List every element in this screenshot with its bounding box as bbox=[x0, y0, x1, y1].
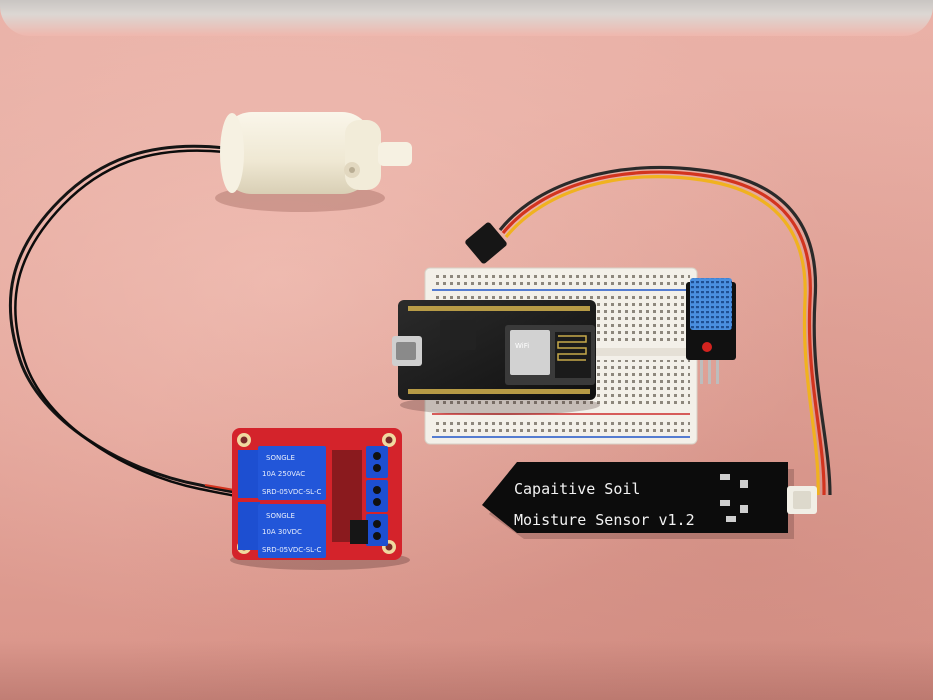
relay2-rating: 10A 30VDC bbox=[262, 528, 302, 536]
dht11-sensor bbox=[686, 278, 736, 384]
pump-wire bbox=[8, 144, 247, 499]
relay1-model: SRD-05VDC-SL-C bbox=[262, 488, 321, 496]
esp8266-nodemcu: WiFi bbox=[392, 300, 600, 415]
relay2-model: SRD-05VDC-SL-C bbox=[262, 546, 321, 554]
relay1-brand: SONGLE bbox=[266, 454, 295, 462]
mat-bottom-shadow bbox=[0, 640, 933, 700]
soil-moisture-sensor: Capaitive Soil Moisture Sensor v1.2 bbox=[482, 462, 817, 539]
mat-top-edge bbox=[0, 0, 933, 36]
sensor-label-line1: Capaitive Soil bbox=[514, 480, 640, 498]
dupont-connector bbox=[465, 222, 507, 264]
wifi-mark: WiFi bbox=[515, 342, 529, 350]
relay2-brand: SONGLE bbox=[266, 512, 295, 520]
relay-module: SONGLE 10A 250VAC SRD-05VDC-SL-C SONGLE … bbox=[230, 428, 410, 570]
sensor-ribbon-wire bbox=[498, 165, 832, 496]
sensor-label-line2: Moisture Sensor v1.2 bbox=[514, 511, 695, 529]
relay1-rating: 10A 250VAC bbox=[262, 470, 305, 478]
water-pump bbox=[215, 112, 412, 212]
